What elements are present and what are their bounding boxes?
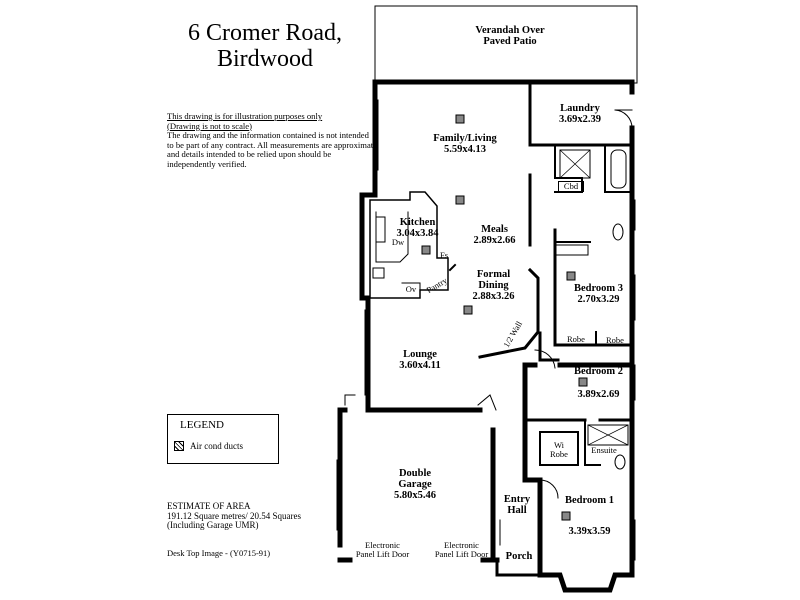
freestanding-label: Fs	[439, 250, 449, 260]
area-estimate: ESTIMATE OF AREA 191.12 Square metres/ 2…	[167, 501, 301, 531]
ensuite-label: Ensuite	[591, 445, 617, 455]
robe-label-2: Robe	[606, 335, 624, 345]
room-formal-dining: Formal Dining 2.88x3.26	[472, 269, 515, 302]
wall-bay-window	[537, 572, 635, 593]
air-duct-icon	[174, 441, 184, 451]
shower-icon	[559, 149, 591, 179]
room-verandah: Verandah Over Paved Patio	[475, 25, 545, 47]
dishwasher-label: Dw	[391, 237, 405, 247]
half-wall	[478, 267, 540, 359]
wall-entry	[522, 362, 543, 483]
cupboard-label: Cbd	[558, 181, 584, 192]
room-laundry: Laundry 3.69x2.39	[559, 103, 601, 125]
robe-label-1: Robe	[567, 334, 585, 344]
bath-icon	[610, 149, 627, 189]
room-family-living: Family/Living 5.59x4.13	[433, 133, 497, 155]
oven-label: Ov	[405, 284, 417, 294]
room-entry-hall: Entry Hall	[503, 494, 531, 516]
vanity-icon	[555, 244, 589, 256]
room-porch: Porch	[505, 551, 533, 562]
wi-robe	[539, 431, 579, 466]
room-lounge: Lounge 3.60x4.11	[399, 349, 441, 371]
air-duct-markers	[421, 114, 588, 521]
room-bedroom-2: Bedroom 2 3.89x2.69	[573, 366, 624, 400]
room-bedroom-1: Bedroom 1 3.39x3.59	[564, 495, 615, 537]
address-line-2: Birdwood	[217, 46, 313, 72]
image-reference: Desk Top Image - (Y0715-91)	[167, 548, 271, 558]
sink-icon	[375, 216, 386, 243]
estimate-line-1: 191.12 Square metres/ 20.54 Squares	[167, 510, 301, 521]
wall-north	[372, 79, 635, 95]
room-bedroom-3: Bedroom 3 2.70x3.29	[573, 283, 624, 305]
legend-item-label: Air cond ducts	[190, 441, 243, 451]
toilet-icon	[612, 223, 624, 241]
room-meals: Meals 2.89x2.66	[473, 224, 516, 246]
kitchen-bench	[369, 191, 449, 299]
room-kitchen: Kitchen 3.04x3.84	[396, 217, 439, 239]
room-double-garage: Double Garage 5.80x5.46	[394, 468, 436, 501]
legend-box: LEGEND Air cond ducts	[167, 414, 279, 464]
legend-title: LEGEND	[180, 419, 224, 431]
wall-lounge-west	[359, 295, 371, 413]
ensuite-shower-icon	[587, 424, 629, 446]
legend-row: Air cond ducts	[174, 441, 243, 451]
ensuite-toilet-icon	[614, 454, 626, 470]
garage-door-1-label: Electronic Panel Lift Door	[355, 540, 410, 559]
estimate-line-2: (Including Garage UMR)	[167, 520, 259, 531]
disclaimer: This drawing is for illustration purpose…	[167, 111, 377, 170]
wall-porch	[495, 558, 542, 577]
estimate-title: ESTIMATE OF AREA	[167, 501, 251, 511]
wi-robe-label: Wi Robe	[550, 440, 568, 459]
cooktop-icon	[372, 267, 385, 279]
disclaimer-line-2: (Drawing is not to scale)	[167, 120, 252, 131]
property-address: 6 Cromer Road, Birdwood	[150, 20, 380, 72]
disclaimer-line-1: This drawing is for illustration purpose…	[167, 111, 323, 121]
address-line-1: 6 Cromer Road,	[188, 20, 342, 46]
garage-door-2-label: Electronic Panel Lift Door	[434, 540, 489, 559]
disclaimer-body: The drawing and the information containe…	[167, 130, 377, 169]
wall-bed3	[553, 228, 634, 347]
